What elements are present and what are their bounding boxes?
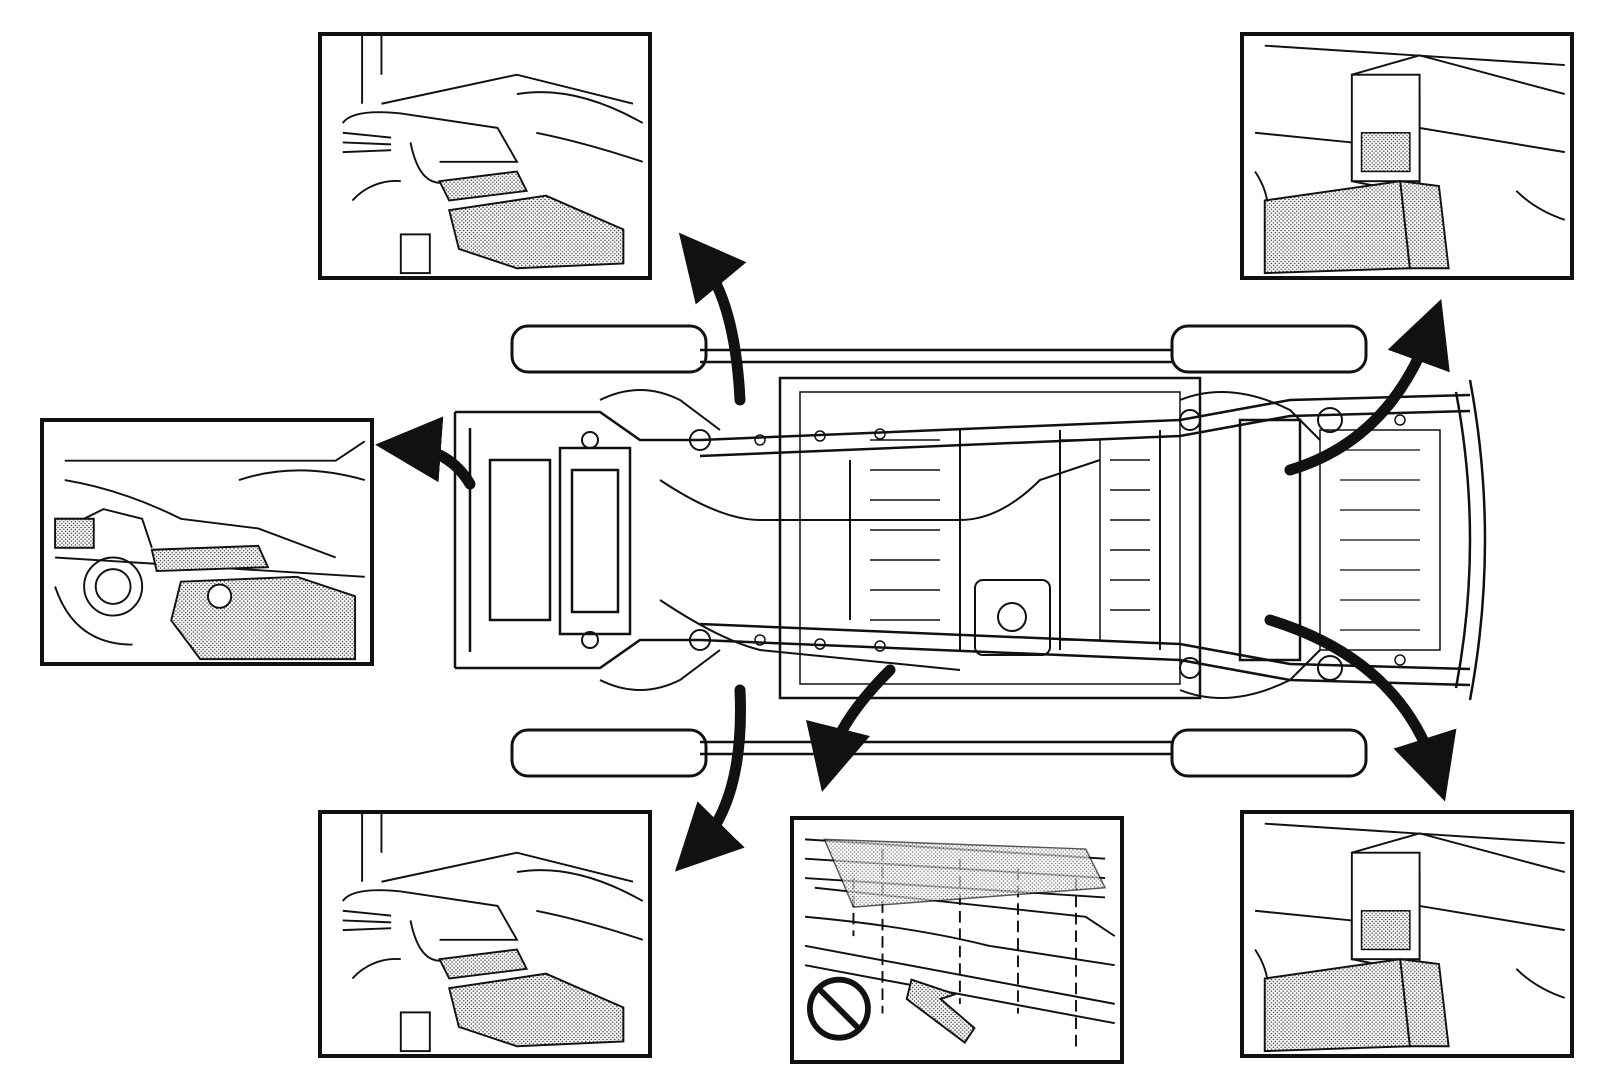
front-crossmember-lift-point-detail xyxy=(40,418,374,666)
frame xyxy=(453,376,1487,701)
rear-right-lift-point-detail xyxy=(1240,810,1574,1058)
arrow-icon xyxy=(905,978,976,1044)
prohibited-icon xyxy=(807,976,871,1041)
front-left-lift-point-detail xyxy=(318,32,652,280)
rear-left-lift-point-detail xyxy=(1240,32,1574,280)
detail-illustration xyxy=(341,814,644,1053)
detail-illustration xyxy=(1254,822,1566,1053)
arrow-icon xyxy=(806,664,896,793)
arrow-icon xyxy=(678,232,747,406)
rocker-panels xyxy=(700,348,1172,756)
detail-illustration xyxy=(1254,44,1566,275)
front-right-tire xyxy=(510,728,708,778)
direction-arrows xyxy=(375,232,1457,872)
front-left-tire xyxy=(510,324,708,374)
arrow-icon xyxy=(1284,298,1450,476)
front-right-lift-point-detail xyxy=(318,810,652,1058)
rear-left-tire xyxy=(1170,324,1368,374)
rear-right-tire xyxy=(1170,728,1368,778)
arrow-icon xyxy=(1264,614,1457,802)
detail-illustration xyxy=(54,440,366,661)
arrow-icon xyxy=(375,416,476,490)
rocker-panel-no-lift-detail xyxy=(790,816,1124,1064)
detail-illustration xyxy=(341,36,644,275)
tires xyxy=(510,324,1368,778)
arrow-icon xyxy=(674,684,746,872)
detail-illustration xyxy=(804,838,1116,1053)
